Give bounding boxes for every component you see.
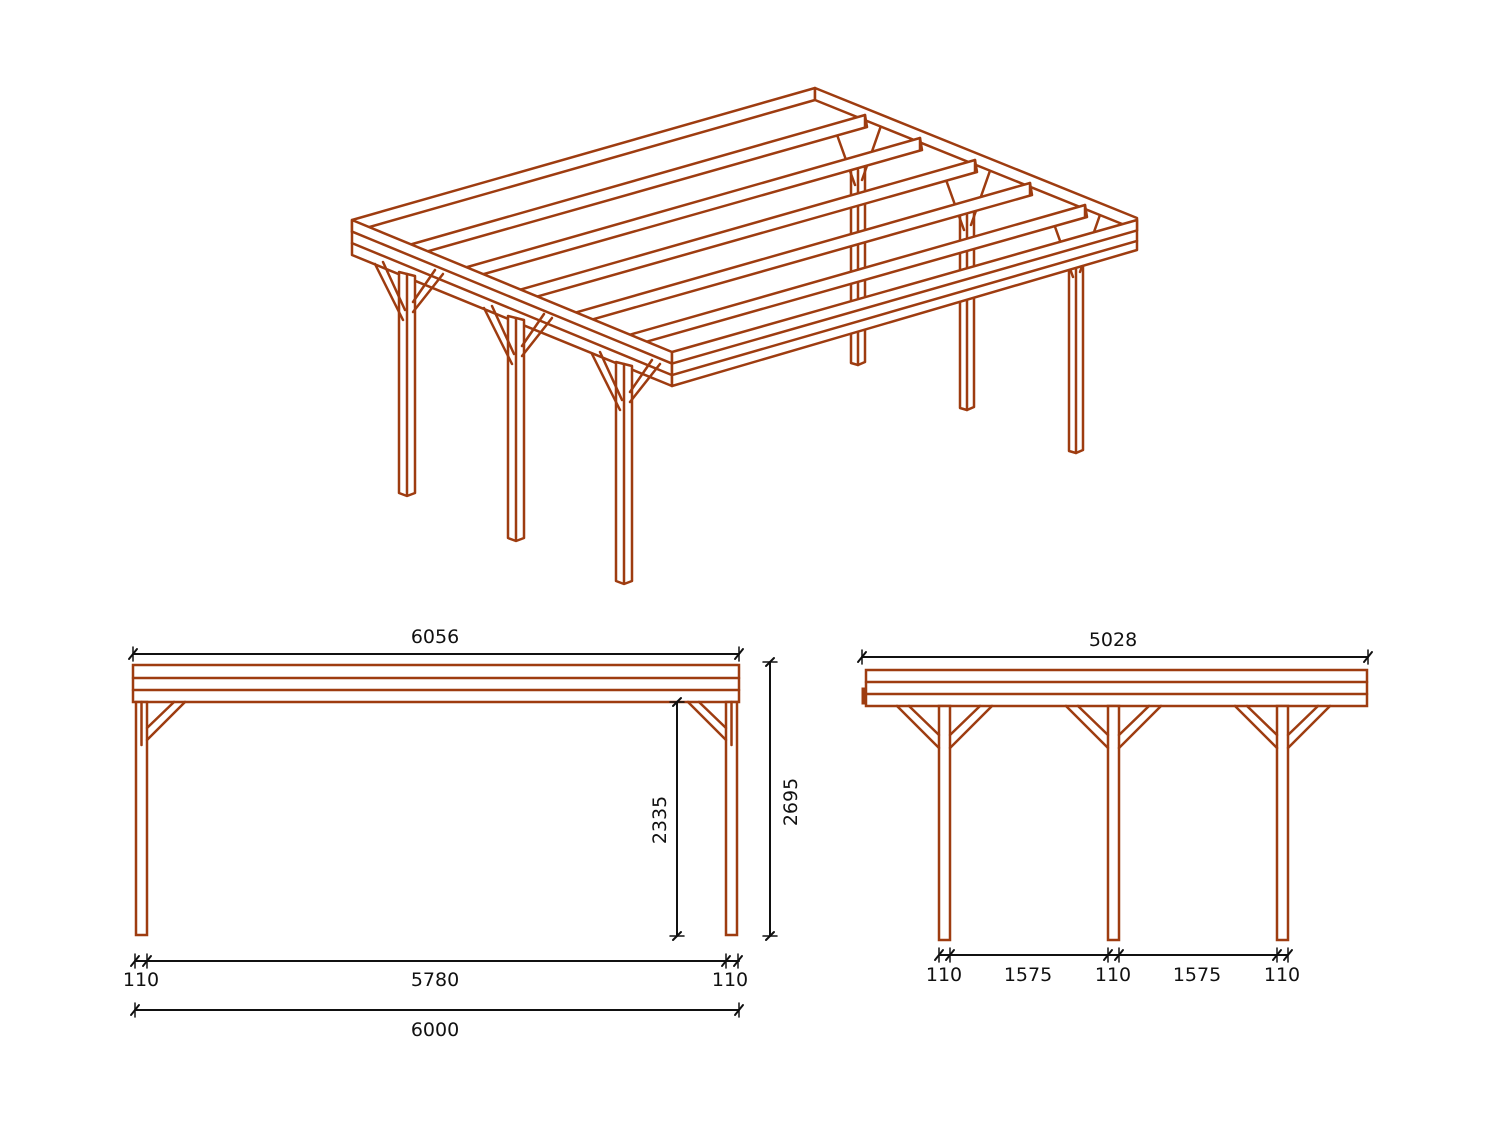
dim-post-distance: 6000 [411,1019,459,1041]
dim-post-right: 110 [712,969,748,991]
knee-brace [907,704,941,737]
knee-brace [490,304,516,356]
knee-brace [969,163,994,227]
knee-brace [1286,704,1320,737]
isometric-view [350,86,1139,586]
board-line [350,230,674,365]
knee-brace [381,260,407,312]
side-beam [131,663,741,704]
front-post [937,704,952,942]
dim-span: 5780 [411,969,459,991]
knee-brace [411,268,437,304]
board-line [350,241,674,377]
knee-brace [598,350,624,402]
dim-post-left: 110 [123,969,159,991]
knee-brace [948,704,982,737]
knee-brace [697,700,728,730]
knee-brace [1233,704,1279,750]
knee-brace [948,704,994,750]
knee-brace [411,272,445,314]
knee-brace [1076,704,1110,737]
knee-brace [482,306,514,366]
knee-brace [1064,704,1110,750]
knee-brace [1117,704,1151,737]
dimension-tick [672,697,682,707]
knee-brace [1245,704,1279,737]
knee-brace [373,262,405,322]
knee-brace [628,362,662,404]
knee-brace [520,316,554,358]
board-line [670,229,1139,365]
knee-brace [1117,704,1163,750]
dimensions: 6056 2695 2335 110 5780 110 6000 5028 11… [123,626,1373,1041]
knee-brace [145,700,187,742]
knee-brace [590,352,622,412]
board-line [670,239,1139,377]
dim-post-3: 110 [1264,964,1300,986]
knee-brace [686,700,728,742]
dim-post-1: 110 [926,964,962,986]
dim-overall-length: 6056 [411,626,459,648]
front-post [1275,704,1290,942]
dim-overall-width: 5028 [1089,629,1137,651]
dim-post-2: 110 [1095,964,1131,986]
front-beam [864,668,1369,708]
front-elevation [861,668,1369,942]
dim-span-2: 1575 [1173,964,1221,986]
knee-brace [145,700,176,730]
knee-brace [895,704,941,750]
dim-total-height: 2695 [780,778,802,826]
dimension-tick [672,931,682,941]
dimension-tick [765,931,775,941]
dim-clear-height: 2335 [649,796,671,844]
side-elevation [131,663,741,937]
dim-span-1: 1575 [1004,964,1052,986]
knee-brace [628,358,654,394]
knee-brace [860,118,885,182]
knee-brace [1286,704,1332,750]
knee-brace [520,312,546,348]
dimension-tick [765,657,775,667]
front-post [1106,704,1121,942]
